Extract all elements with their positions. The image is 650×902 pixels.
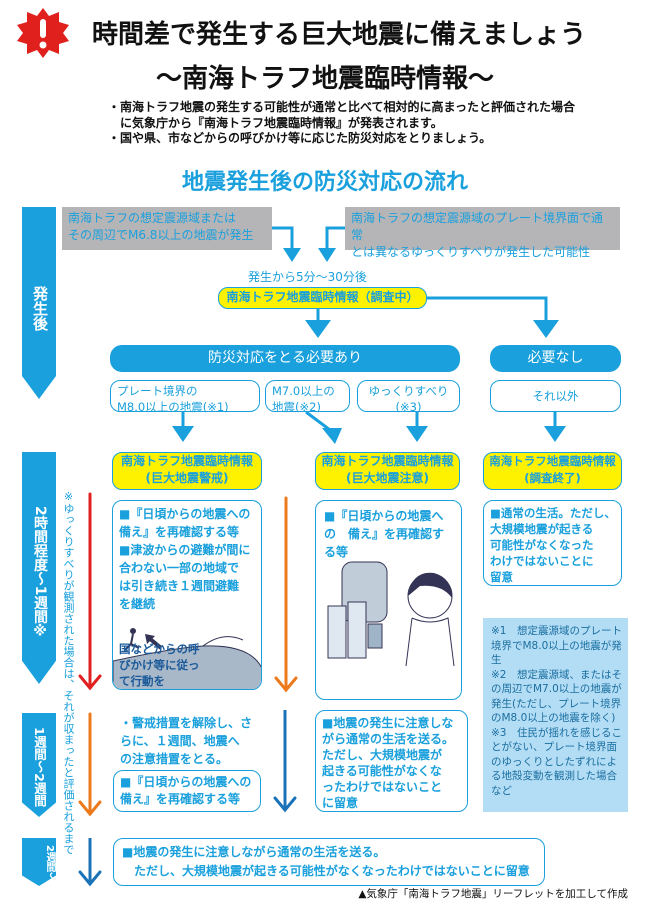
text: (巨大地震警戒) [145, 471, 229, 485]
info-investigating: 南海トラフ地震臨時情報（調査中） [218, 287, 427, 309]
after-2-weeks-box: ■地震の発生に注意しながら通常の生活を送る。 ただし、大規模地震が起きる可能性が… [113, 838, 545, 886]
intro-bullets: ・南海トラフ地震の発生する可能性が通常と比べて相対的に高まったと評価された場合 … [108, 100, 575, 147]
text: とは異なるゆっくりすべりが発生した可能性 [351, 245, 591, 259]
text: プレート境界の [117, 384, 198, 398]
phase-label: 2時間程度〜1週間※ [32, 506, 48, 640]
text: ゆっくりすべり [368, 384, 449, 398]
bullet: に気象庁から『南海トラフ地震臨時情報』が発表されます。 [108, 115, 443, 130]
text: 南海トラフ地震臨時情報 [489, 454, 616, 468]
footnote: ※2 想定震源域、またはその周辺でM7.0以上の地震が発生(ただし、プレート境界… [491, 668, 622, 725]
source-credit: ▲気象庁「南海トラフ地震」リーフレットを加工して作成 [358, 888, 628, 900]
condition-m80: プレート境界の M8.0以上の地震(※1) [110, 380, 260, 414]
footnote: ※3 住民が揺れを感じることがない、プレート境界面のゆっくりとしたずれによる地殻… [491, 726, 622, 797]
text: その周辺でM6.8以上の地震が発生 [68, 228, 254, 242]
decision-action-needed: 防災対応をとる必要あり [110, 345, 460, 372]
text: 南海トラフ地震臨時情報 [321, 454, 454, 468]
bullet: ・南海トラフ地震の発生する可能性が通常と比べて相対的に高まったと評価された場合 [108, 100, 576, 114]
text: M8.0以上の地震(※1) [117, 400, 229, 414]
warning-caption: 国などからの呼びかけ等に従って行動を [119, 642, 200, 688]
text: 南海トラフ地震臨時情報 [120, 454, 253, 468]
action-ended: ■通常の生活。ただし、 大規模地震が起きる 可能性がなくなった わけではないこと… [483, 500, 622, 586]
phase-after-2w: 2週間〜 [22, 838, 56, 886]
text: (※3) [395, 400, 422, 414]
text: ■『日頃からの地震への 備え』を再確認する等 [324, 509, 445, 559]
alert-icon [17, 8, 69, 58]
decision-not-needed: 必要なし [490, 345, 621, 372]
evacuation-illustration [113, 628, 261, 689]
section-title: 地震発生後の防災対応の流れ [181, 170, 468, 195]
condition-slow-slip: ゆっくりすべり (※3) [357, 380, 460, 414]
text: M7.0以上の [272, 384, 335, 398]
trigger-slow-slip: 南海トラフの想定震源域のプレート境界面で通常とは異なるゆっくりすべりが発生した可… [345, 207, 620, 259]
trigger-m68-earthquake: 南海トラフの想定震源域またはその周辺でM6.8以上の地震が発生 [62, 207, 272, 250]
text: 南海トラフの想定震源域のプレート境界面で通常 [351, 211, 604, 242]
phase-2h-1w: 2時間程度〜1週間※ [22, 452, 56, 684]
info-ended: 南海トラフ地震臨時情報 (調査終了) [483, 452, 622, 490]
title-line2: 〜南海トラフ地震臨時情報〜 [155, 64, 494, 94]
week2-warning-text: ・警戒措置を解除し、さ らに、１週間、地震へ の注意措置をとる。 [120, 716, 265, 766]
phase-1w-2w: 1週間〜2週間 [22, 713, 56, 817]
text: ■『日頃からの地震への 備え』を再確認する等 [119, 507, 262, 539]
text: 南海トラフの想定震源域または [68, 211, 237, 225]
text: (調査終了) [524, 471, 581, 485]
info-warning: 南海トラフ地震臨時情報 (巨大地震警戒) [112, 452, 262, 490]
condition-other: それ以外 [490, 380, 621, 412]
text: ■通常の生活。ただし、 大規模地震が起きる 可能性がなくなった わけではないこと… [490, 506, 622, 584]
title-line1: 時間差で発生する巨大地震に備えましょう [92, 20, 587, 50]
text: (巨大地震注意) [346, 471, 429, 485]
phase-label: 発生後 [31, 285, 49, 331]
footnotes: ※1 想定震源域のプレート境界でM8.0以上の地震が発生 ※2 想定震源域、また… [483, 618, 628, 812]
phase-label: 1週間〜2週間 [32, 727, 47, 807]
condition-m70: M7.0以上の地震(※2) [265, 380, 350, 414]
emergency-supplies-illustration [327, 561, 455, 666]
vertical-note: ※ゆっくりすべりが観測された場合は、それが収まったと評価されるまで [62, 490, 75, 855]
week2-caution-box: ■地震の発生に注意しな がら通常の生活を送る。 ただし、大規模地震が 起きる可能… [315, 710, 468, 812]
timing-label: 発生から5分〜30分後 [248, 270, 367, 284]
week2-warning-box: ■『日頃からの地震への 備え』を再確認する等 [113, 770, 263, 812]
text: 地震(※2) [272, 400, 321, 414]
text: ■津波からの避難が間に 合わない一部の地域で は引き続き１週間避難 を継続 [119, 543, 262, 611]
phase-label: 2週間〜 [44, 844, 55, 882]
bullet: ・国や県、市などからの呼びかけ等に応じた防災対応をとりましょう。 [108, 131, 492, 145]
footnote: ※1 想定震源域のプレート境界でM8.0以上の地震が発生 [491, 625, 622, 666]
text: それ以外 [532, 389, 579, 403]
action-caution: ■『日頃からの地震への 備え』を再確認する等 [315, 500, 462, 700]
text: ■地震の発生に注意しながら通常の生活を送る。 [122, 845, 386, 859]
info-caution: 南海トラフ地震臨時情報 (巨大地震注意) [315, 452, 460, 490]
phase-after-occurrence: 発生後 [22, 207, 56, 399]
text: ただし、大規模地震が起きる可能性がなくなったわけではないことに留意 [122, 864, 530, 878]
action-warning: ■『日頃からの地震への 備え』を再確認する等 ■津波からの避難が間に 合わない一部… [112, 500, 262, 690]
